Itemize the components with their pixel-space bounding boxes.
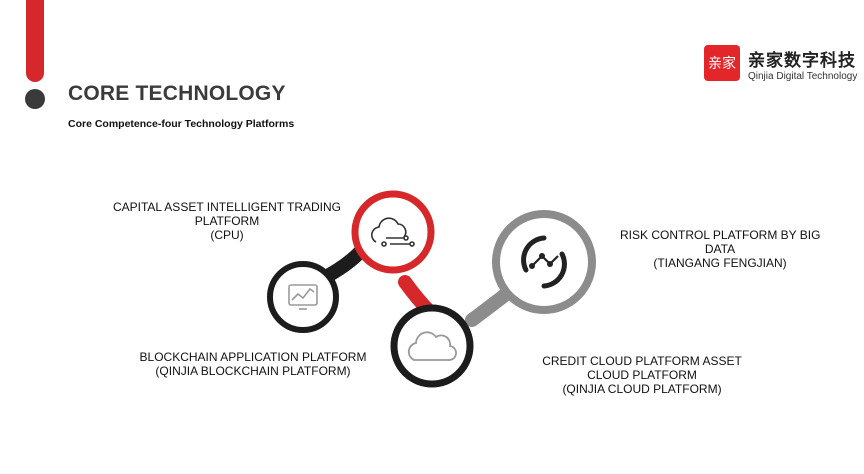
logo-name-cn: 亲家数字科技: [748, 51, 856, 70]
connector-credit-risk: [465, 288, 512, 327]
platform-risk-node: [492, 210, 596, 314]
data-link-icon: [521, 235, 567, 289]
cloud-icon: [407, 331, 457, 361]
platform-risk-label: RISK CONTROL PLATFORM BY BIG DATA (TIANG…: [620, 228, 821, 270]
logo-name-en: Qinjia Digital Technology: [748, 71, 858, 82]
platform-capital-node: [351, 190, 435, 274]
platform-capital-label: CAPITAL ASSET INTELLIGENT TRADING PLATFO…: [112, 200, 342, 242]
page-title: CORE TECHNOLOGY: [68, 82, 286, 105]
accent-bar: [26, 0, 44, 82]
page-subtitle: Core Competence-four Technology Platform…: [68, 118, 295, 130]
platform-blockchain-label: BLOCKCHAIN APPLICATION PLATFORM (QINJIA …: [139, 350, 367, 378]
logo-mark: 亲家: [704, 45, 740, 81]
platform-blockchain-node: [267, 261, 339, 333]
accent-dot: [25, 89, 45, 109]
platform-credit-label: CREDIT CLOUD PLATFORM ASSET CLOUD PLATFO…: [542, 354, 742, 396]
chart-monitor-icon: [288, 284, 318, 310]
cloud-network-icon: [371, 217, 415, 247]
platform-credit-node: [390, 304, 474, 388]
